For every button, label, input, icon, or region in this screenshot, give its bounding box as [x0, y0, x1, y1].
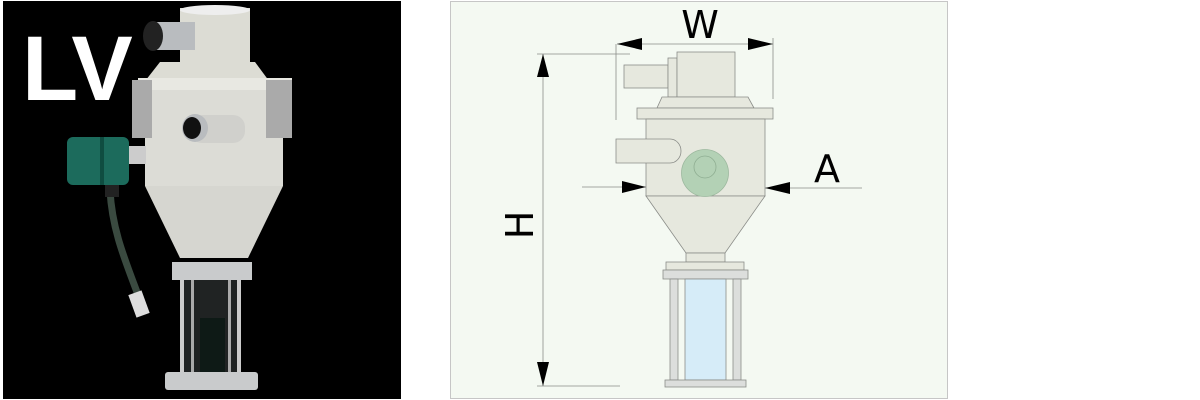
- arrow-down-icon: [537, 362, 549, 386]
- product-photo: [3, 1, 401, 399]
- height-label: H: [498, 211, 542, 240]
- arrow-left-icon: [765, 182, 790, 194]
- machine-outline: [615, 51, 774, 388]
- a-label: A: [814, 147, 840, 191]
- motor-circle: [681, 149, 729, 197]
- model-logo: LV: [22, 18, 133, 120]
- arrow-right-icon: [622, 181, 646, 193]
- dimension-lines: [537, 38, 862, 387]
- arrow-up-icon: [537, 54, 549, 77]
- width-label: W: [681, 3, 719, 47]
- arrow-right-icon: [748, 38, 773, 50]
- dimension-arrows: [537, 38, 790, 386]
- dimension-diagram: W A H: [450, 1, 948, 399]
- arrow-left-icon: [617, 38, 642, 50]
